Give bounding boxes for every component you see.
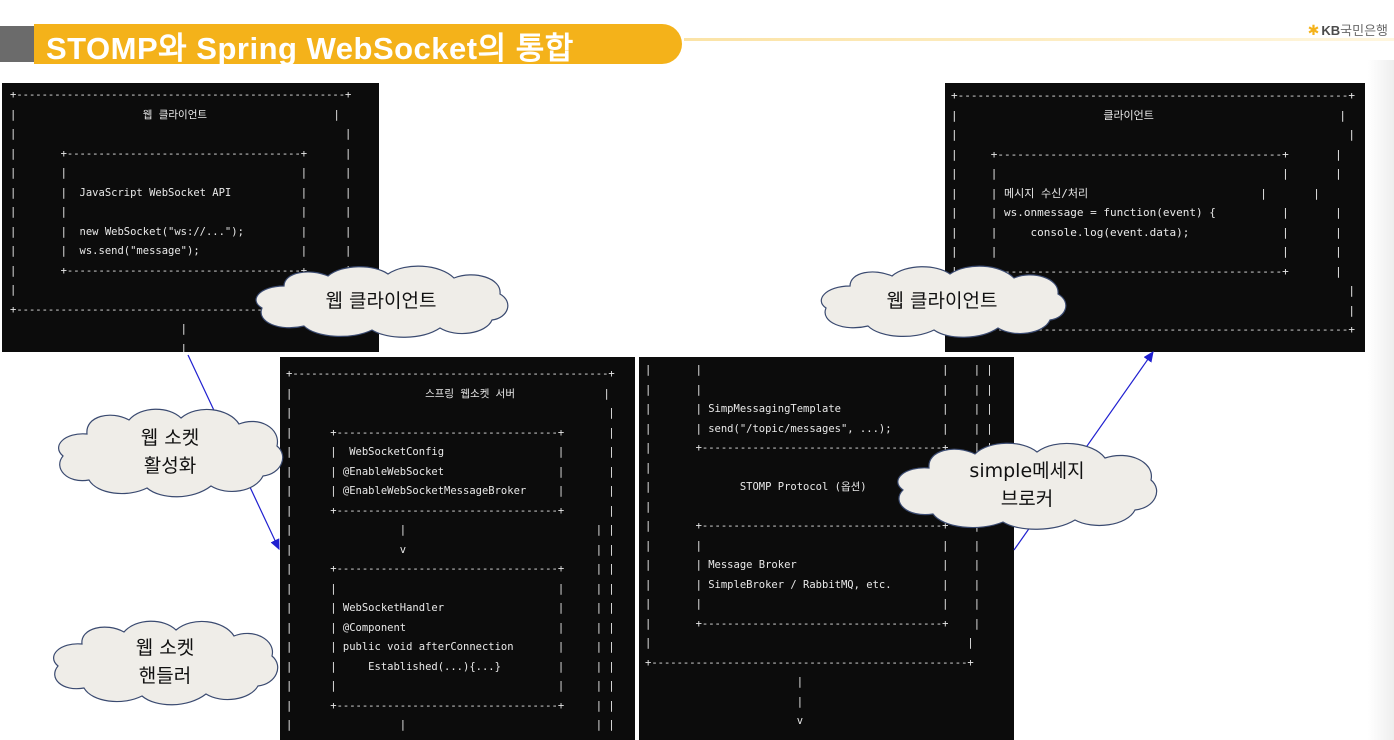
cloud-shape xyxy=(58,408,284,498)
title-bar: STOMP와 Spring WebSocket의 통합 xyxy=(0,18,684,66)
cloud-ws-activate: 웹 소켓 활성화 xyxy=(55,404,285,500)
cloud-label: 웹 클라이언트 xyxy=(325,290,437,312)
cloud-shape xyxy=(53,620,279,706)
cloud-ws-handler: 웹 소켓 핸들러 xyxy=(50,616,280,708)
cloud-shape xyxy=(255,265,509,338)
cloud-web-client-right: 웹 클라이언트 xyxy=(816,262,1068,340)
cloud-label: 웹 클라이언트 xyxy=(886,290,998,312)
cloud-simple-broker: simple메세지 브로커 xyxy=(893,438,1161,532)
kb-logo: ✱KB국민은행 xyxy=(1308,20,1388,39)
cloud-label: 웹 소켓 핸들러 xyxy=(135,637,195,687)
cloud-shape xyxy=(897,442,1158,530)
title-band xyxy=(34,24,682,64)
spring-server-code: +---------------------------------------… xyxy=(286,368,615,740)
cloud-shape xyxy=(820,265,1067,338)
spring-server-terminal: +---------------------------------------… xyxy=(280,357,635,740)
broker-terminal: | | | | | | | | | | | | SimpMessagingTem… xyxy=(639,357,1014,740)
kb-star-icon: ✱ xyxy=(1307,22,1320,38)
client-code: +---------------------------------------… xyxy=(951,89,1355,336)
title-underline xyxy=(684,38,1394,41)
cloud-label: simple메세지 브로커 xyxy=(969,460,1085,510)
broker-code: | | | | | | | | | | | | SimpMessagingTem… xyxy=(645,364,993,727)
title-accent-square xyxy=(0,26,34,62)
right-edge-shade xyxy=(1368,60,1394,740)
logo-mark: KB xyxy=(1321,23,1341,38)
logo-text: 국민은행 xyxy=(1340,23,1388,38)
cloud-label: 웹 소켓 활성화 xyxy=(140,427,200,477)
cloud-web-client-left: 웹 클라이언트 xyxy=(250,262,512,340)
page-title: STOMP와 Spring WebSocket의 통합 xyxy=(46,31,574,66)
